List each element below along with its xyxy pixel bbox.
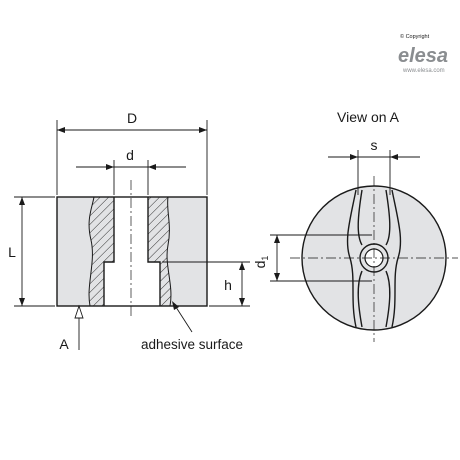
A-label: A: [59, 336, 69, 352]
d1-label: d1: [252, 256, 270, 269]
end-view: View on A s d1: [252, 109, 458, 342]
counterbore: [104, 262, 160, 306]
adhesive-leader: [173, 303, 193, 333]
d-label: d: [126, 147, 134, 163]
side-section-view: D d L h A adhesive surface: [8, 110, 250, 352]
d1-subscript: 1: [260, 256, 270, 261]
d1-letter: d: [252, 261, 268, 269]
h-label: h: [224, 277, 232, 293]
pole-edge-left-top: [357, 189, 363, 246]
view-title: View on A: [337, 109, 400, 125]
adhesive-leader-arrow: [172, 301, 179, 310]
pole-edge-right-bottom: [385, 270, 391, 328]
pole-edge-left-bottom: [357, 270, 363, 328]
copyright-text: © Copyright: [400, 33, 430, 40]
view-arrow-head: [74, 304, 84, 319]
elesa-logo: © Copyright elesa www.elesa.com: [398, 33, 448, 74]
brand-name: elesa: [398, 45, 448, 67]
L-label: L: [8, 244, 16, 260]
adhesive-surface-label: adhesive surface: [141, 337, 243, 352]
s-label: s: [371, 137, 378, 153]
D-label: D: [127, 110, 137, 126]
pole-edge-right-top: [385, 189, 391, 246]
bore-edges: [103, 197, 161, 306]
brand-website: www.elesa.com: [402, 68, 445, 74]
body-outline: [56, 196, 208, 307]
